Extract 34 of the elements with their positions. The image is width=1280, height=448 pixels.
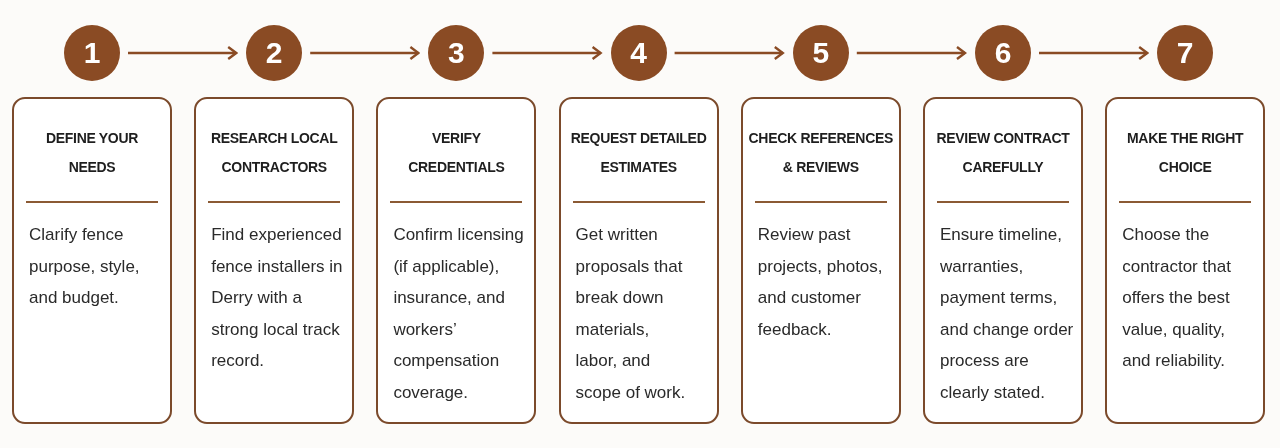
step-number-circle: 3 — [428, 25, 485, 81]
step-description: Find experienced fence installers in Derry with a strong local track record. — [211, 224, 344, 372]
arrow — [128, 45, 238, 61]
step-card — [923, 97, 1083, 424]
step-number-circle: 6 — [975, 25, 1031, 81]
step-card — [558, 97, 719, 424]
step-number-circle: 4 — [610, 25, 667, 81]
arrow — [310, 45, 420, 61]
arrow — [674, 45, 784, 61]
step-heading: REVIEW CONTRACT CAREFULLY — [935, 128, 1071, 177]
step-card — [12, 97, 172, 424]
arrow — [1039, 45, 1149, 61]
step-card — [376, 97, 537, 424]
step-description: Get written proposals that break down materials, labor, and scope of work. — [575, 224, 687, 404]
step-number-circle: 2 — [246, 25, 303, 81]
step-description: Review past projects, photos, and customer feedback. — [757, 224, 884, 341]
step-description: Clarify fence purpose, style, and budget. — [29, 224, 141, 309]
arrow — [856, 45, 967, 61]
step-card — [1105, 97, 1266, 424]
step-heading: RESEARCH LOCAL CONTRACTORS — [209, 128, 339, 177]
step-number-circle: 1 — [64, 25, 120, 81]
step-heading: REQUEST DETAILED ESTIMATES — [569, 128, 708, 177]
step-heading: CHECK REFERENCES & REVIEWS — [747, 128, 895, 177]
step-card — [740, 97, 901, 424]
step-description: Confirm licensing (if applicable), insurance, and workers’ compensation coverage. — [393, 224, 525, 404]
step-number-circle: 7 — [1157, 25, 1214, 81]
step-card — [194, 97, 355, 424]
step-heading: MAKE THE RIGHT CHOICE — [1126, 128, 1245, 177]
step-number-circle: 5 — [792, 25, 849, 81]
step-description: Choose the contractor that offers the best value, quality, and reliability. — [1122, 224, 1232, 372]
step-heading: VERIFY CREDENTIALS — [407, 128, 506, 177]
step-heading: DEFINE YOUR NEEDS — [44, 128, 140, 177]
arrow — [492, 45, 602, 61]
step-description: Ensure timeline, warranties, payment terms, and change order process are clearly stated. — [940, 224, 1075, 404]
